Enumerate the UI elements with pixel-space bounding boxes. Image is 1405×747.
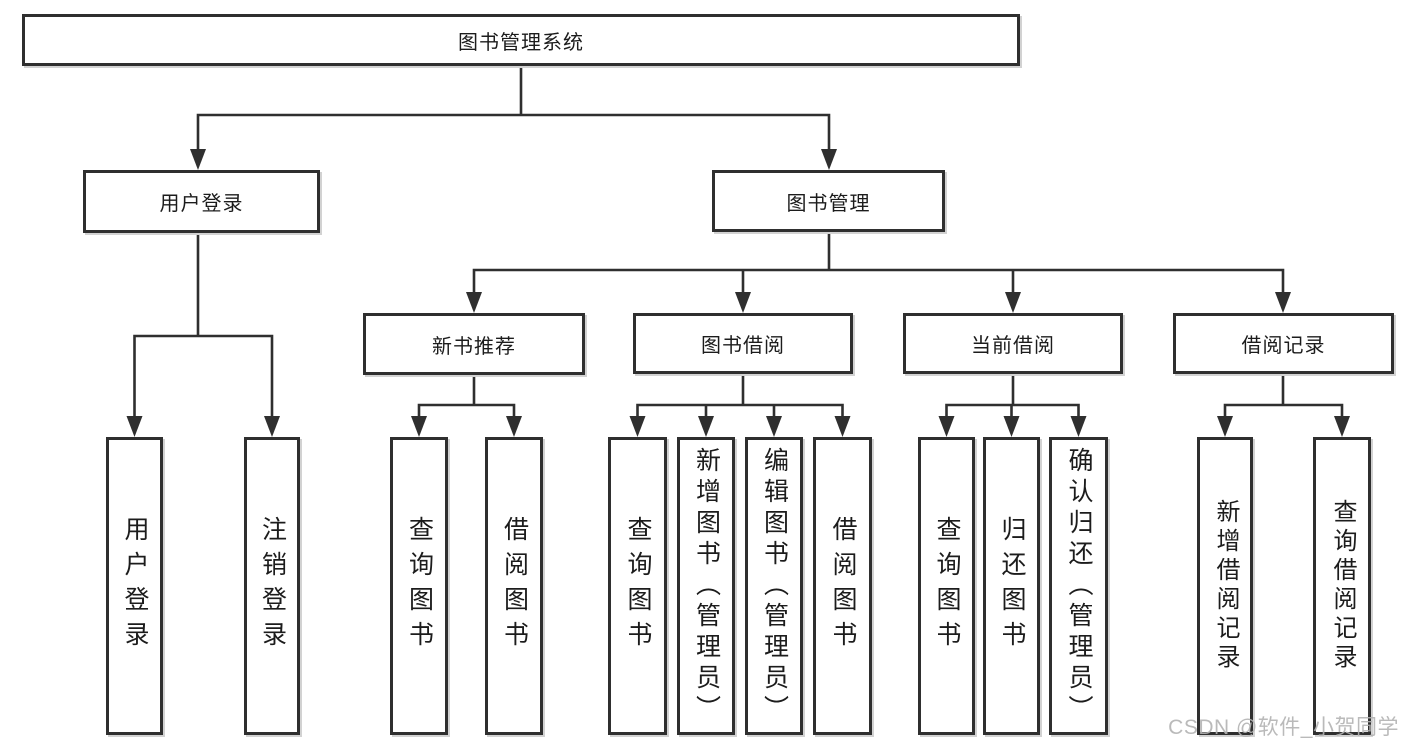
node-current-borrow-label: 当前借阅: [971, 335, 1055, 357]
node-user-login: 用户登录: [83, 170, 320, 233]
leaf-borrow-edit-books: 编辑图书（管理员）: [745, 437, 803, 735]
leaf-records-add-record: 新增借阅记录: [1197, 437, 1253, 735]
leaf-current-query-books: 查询图书: [918, 437, 975, 735]
leaf-borrow-query-books: 查询图书: [608, 437, 667, 735]
node-borrow-records: 借阅记录: [1173, 313, 1394, 374]
leaf-borrow-add-books: 新增图书（管理员）: [677, 437, 735, 735]
node-root: 图书管理系统: [22, 14, 1020, 66]
node-user-login-label: 用户登录: [159, 193, 244, 215]
leaf-user-login: 用户登录: [106, 437, 163, 735]
node-book-borrow-label: 图书借阅: [701, 335, 785, 357]
leaf-recommend-borrow-books: 借阅图书: [485, 437, 543, 735]
leaf-current-return-books: 归还图书: [983, 437, 1040, 735]
node-current-borrow: 当前借阅: [903, 313, 1123, 374]
leaf-current-confirm-return: 确认归还（管理员）: [1049, 437, 1108, 735]
node-book-management-label: 图书管理: [786, 192, 871, 215]
node-book-borrow: 图书借阅: [633, 313, 853, 374]
node-new-book-recommend-label: 新书推荐: [432, 335, 516, 358]
node-book-management: 图书管理: [712, 170, 945, 232]
leaf-logout: 注销登录: [244, 437, 300, 735]
node-borrow-records-label: 借阅记录: [1241, 335, 1326, 357]
node-root-label: 图书管理系统: [458, 31, 584, 54]
leaf-borrow-borrow-books: 借阅图书: [813, 437, 872, 735]
leaf-records-query-record: 查询借阅记录: [1313, 437, 1371, 735]
node-new-book-recommend: 新书推荐: [363, 313, 585, 375]
leaf-recommend-query-books: 查询图书: [390, 437, 448, 735]
